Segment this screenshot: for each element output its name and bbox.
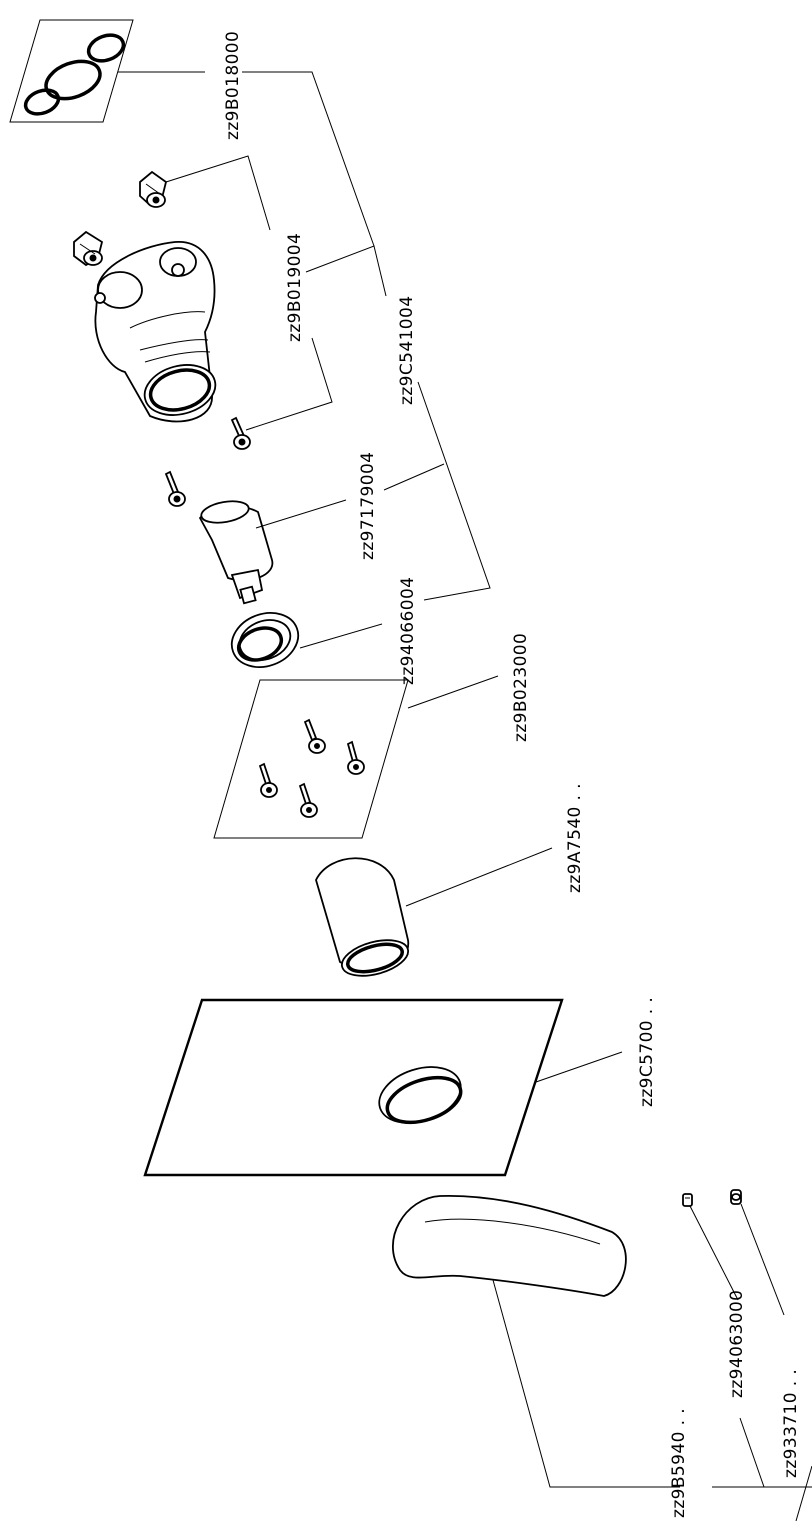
cap-part [730,1189,742,1205]
label-zz9B019004: zz9B019004 [285,233,305,342]
label-zz9A7540: zz9A7540 . . [565,783,585,893]
set-screw-part [682,1193,693,1207]
screw-part-2 [164,470,186,507]
label-zz94066004: zz94066004 [398,577,418,685]
label-zz9C541004: zz9C541004 [397,296,417,405]
label-zz9B023000: zz9B023000 [511,633,531,742]
o-ring-set-part [9,19,134,123]
nut-ring-part [230,612,300,668]
label-zz9B5940: zz9B5940 . . [669,1408,689,1518]
label-zz94063000: zz94063000 [727,1290,747,1398]
handle-lever-part [392,1194,627,1297]
leader-lines [118,71,812,1521]
check-valve-part [139,170,168,208]
sleeve-part [315,857,410,977]
screw-4 [298,782,318,818]
label-zz9B018000: zz9B018000 [223,31,243,140]
cover-plate-part [143,998,564,1177]
label-zz9C5700: zz9C5700 . . [637,997,657,1107]
part-labels: zz9B018000 zz9B019004 zz9C541004 zz97179… [223,31,801,1518]
valve-body-part [94,241,217,423]
cartridge-part [198,500,274,605]
screw-3 [258,762,278,798]
screw-1 [303,718,326,754]
check-valve-part-2 [73,230,104,267]
screw-part [230,416,251,450]
label-zz97179004: zz97179004 [358,452,378,560]
screw-2 [346,740,365,775]
screw-set-part [213,679,409,839]
label-zz933710: zz933710 . . [781,1369,801,1478]
